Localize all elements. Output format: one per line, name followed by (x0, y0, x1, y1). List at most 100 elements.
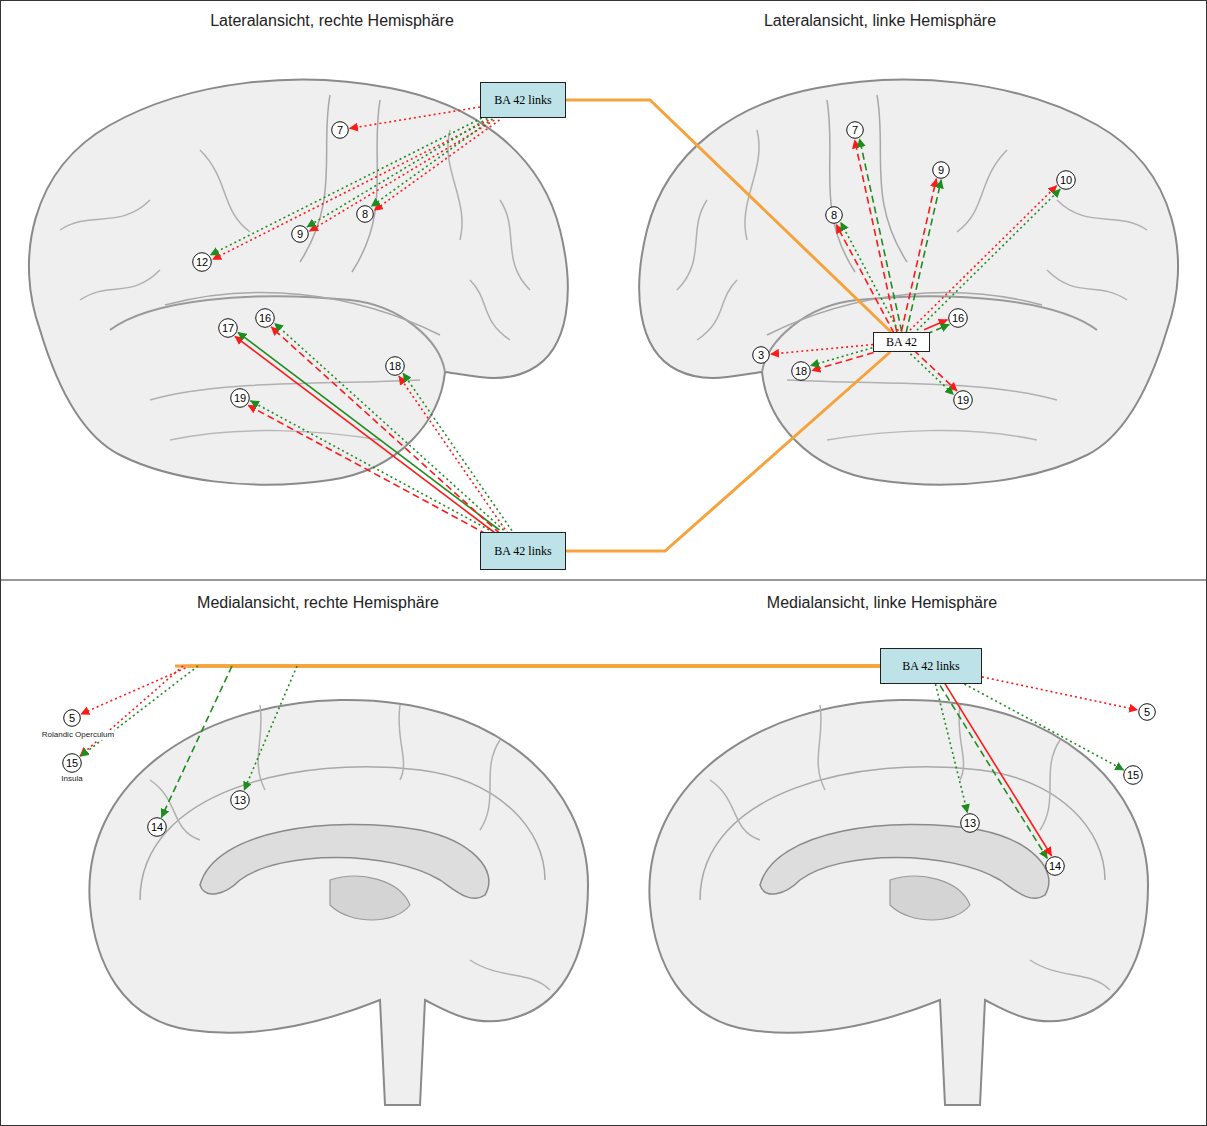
panel-heading: Medialansicht, linke Hemisphäre (767, 594, 997, 612)
callout-circle: 15 (1123, 765, 1143, 785)
arrow-line (213, 120, 489, 259)
panel-heading: Medialansicht, rechte Hemisphäre (197, 594, 439, 612)
arrow-line (910, 186, 1057, 331)
projection-arrow (161, 666, 880, 818)
callout-circle: 9 (932, 161, 950, 179)
projection-arrow (250, 401, 489, 530)
projection-arrow (944, 683, 1051, 856)
callout-number: 7 (852, 124, 858, 136)
projection-arrow (213, 120, 489, 259)
callout-number: 15 (1127, 769, 1139, 781)
callout-number: 14 (1049, 860, 1061, 872)
callout-circle: 3 (752, 346, 770, 364)
callout-circle: 16 (948, 308, 968, 328)
projection-arrow (238, 332, 500, 530)
arrow-line (566, 352, 890, 551)
projection-arrow (910, 354, 953, 395)
callout-circle: 12 (192, 252, 212, 272)
panel-heading: Lateralansicht, linke Hemisphäre (764, 12, 996, 30)
callout-number: 14 (151, 821, 163, 833)
arrow-line (855, 140, 897, 333)
projection-arrow (271, 327, 500, 534)
link-connector (566, 352, 890, 551)
projection-arrow (940, 685, 1047, 858)
arrow-line (982, 677, 1138, 710)
projection-arrow (936, 684, 968, 813)
callout-circle: 18 (385, 356, 405, 376)
callout-number: 18 (795, 365, 807, 377)
callout-number: 8 (831, 209, 837, 221)
projection-arrow (374, 120, 499, 211)
brain-medial-left (649, 700, 1148, 1105)
arrow-line (566, 100, 891, 332)
projection-arrow (810, 348, 872, 366)
arrow-line (810, 348, 872, 366)
arrow-line (210, 116, 486, 255)
arrow-line (232, 665, 880, 668)
projection-arrow (913, 189, 1060, 334)
projection-arrow (244, 666, 880, 790)
callout-circle: 14 (1045, 856, 1065, 876)
region-box: BA 42 links (480, 532, 566, 570)
callout-number: 19 (234, 392, 246, 404)
callout-circle: 13 (230, 790, 250, 810)
arrow-line (349, 107, 480, 129)
callout-circle: 17 (218, 318, 238, 338)
projection-arrow (403, 373, 512, 530)
projection-arrow (836, 225, 894, 334)
region-label: BA 42 links (494, 93, 551, 107)
arrow-line (812, 353, 874, 371)
callout-circle: 7 (846, 121, 864, 139)
projection-arrow (248, 405, 487, 534)
arrow-line (161, 666, 232, 818)
link-line (175, 665, 880, 668)
callout-circle: 19 (230, 388, 250, 408)
callout-number: 12 (196, 256, 208, 268)
arrow-line (198, 665, 880, 668)
arrow-line (244, 666, 297, 790)
projection-arrow (906, 180, 941, 333)
callout-number: 16 (952, 312, 964, 324)
callout-circle: 8 (356, 205, 374, 223)
arrow-line (374, 120, 499, 211)
projection-arrow (80, 666, 880, 757)
callout-circle: 16 (255, 308, 275, 328)
arrow-line (80, 666, 183, 756)
arrow-line (238, 332, 500, 530)
arrow-line (914, 350, 957, 391)
projection-arrow (349, 107, 480, 129)
region-label: BA 42 (886, 335, 917, 349)
arrow-line (906, 180, 941, 333)
callout-circle: 8 (825, 206, 843, 224)
arrow-line (841, 222, 899, 331)
callout-number: 13 (234, 794, 246, 806)
arrow-line (403, 373, 512, 530)
panel-heading: Lateralansicht, rechte Hemisphäre (210, 12, 454, 30)
callout-number: 5 (1144, 706, 1150, 718)
region-name: Rolandic Operculum (41, 730, 115, 740)
region-box: BA 42 links (480, 82, 566, 118)
projection-arrow (924, 320, 947, 330)
callout-circle: 18 (791, 361, 811, 381)
panel-divider (0, 580, 1207, 581)
link-connector (566, 100, 891, 332)
arrow-line (297, 665, 880, 668)
projection-arrow (855, 140, 897, 333)
projection-arrow (80, 666, 880, 756)
region-label: BA 42 links (494, 544, 551, 558)
projection-arrow (81, 666, 880, 714)
arrow-line (371, 116, 496, 206)
callout-circle: 15 (62, 753, 82, 773)
callout-number: 17 (222, 322, 234, 334)
arrow-line (275, 323, 504, 530)
arrow-line (235, 336, 497, 534)
callout-circle: 14 (147, 817, 167, 837)
region-label: BA 42 links (902, 659, 959, 673)
callout-circle: 5 (63, 709, 81, 727)
arrow-line (924, 320, 947, 330)
callout-number: 15 (66, 757, 78, 769)
region-name: Insula (60, 774, 83, 784)
projection-arrow (841, 222, 899, 331)
callout-circle: 10 (1056, 170, 1076, 190)
